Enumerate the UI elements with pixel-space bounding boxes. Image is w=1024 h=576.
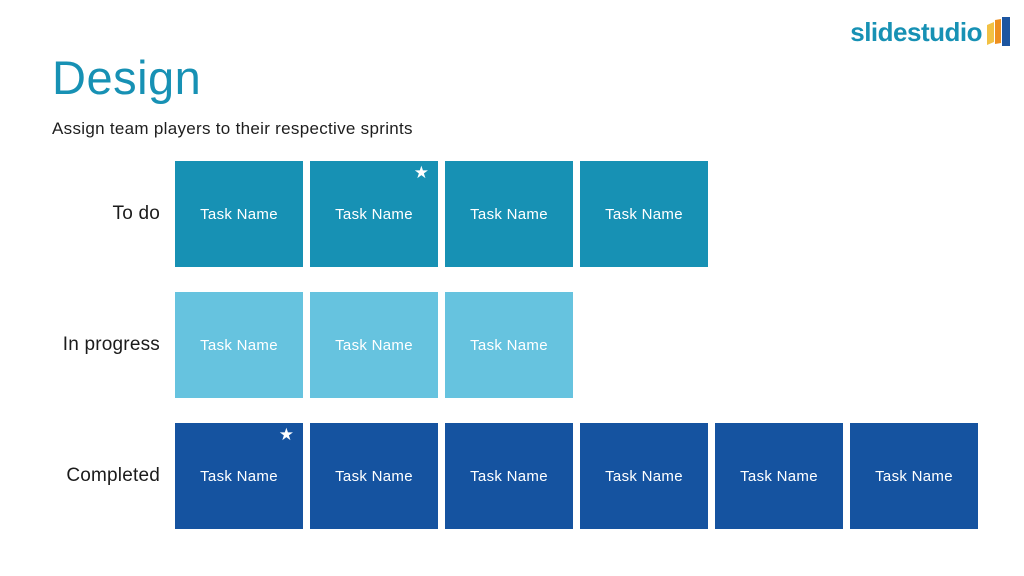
star-icon: ★ bbox=[413, 163, 429, 182]
page-title: Design bbox=[52, 51, 202, 104]
task-card-label: Task Name bbox=[200, 467, 278, 485]
task-card-label: Task Name bbox=[605, 205, 683, 223]
task-card-label: Task Name bbox=[200, 205, 278, 223]
task-card-label: Task Name bbox=[470, 205, 548, 223]
task-card[interactable]: Task Name bbox=[175, 292, 303, 398]
task-card[interactable]: Task Name bbox=[445, 292, 573, 398]
task-card-label: Task Name bbox=[875, 467, 953, 485]
task-card-label: Task Name bbox=[335, 336, 413, 354]
board-row-completed: Completed ★ Task Name Task Name Task Name Tas… bbox=[0, 423, 1024, 529]
task-card[interactable]: Task Name bbox=[715, 423, 843, 529]
row-label-in-progress: In progress bbox=[62, 334, 160, 355]
task-card[interactable]: Task Name bbox=[445, 161, 573, 267]
task-card-label: Task Name bbox=[605, 467, 683, 485]
row-label-todo: To do bbox=[112, 203, 160, 224]
task-card-label: Task Name bbox=[470, 336, 548, 354]
task-card[interactable]: Task Name bbox=[175, 161, 303, 267]
row-label-completed: Completed bbox=[66, 465, 160, 486]
task-card[interactable]: Task Name bbox=[580, 423, 708, 529]
card-list-in-progress: Task Name Task Name Task Name bbox=[175, 292, 580, 398]
board-row-in-progress: In progress Task Name Task Name Task Name bbox=[0, 292, 1024, 398]
task-card[interactable]: Task Name bbox=[850, 423, 978, 529]
task-card[interactable]: Task Name bbox=[445, 423, 573, 529]
star-icon: ★ bbox=[278, 425, 294, 444]
logo-text: slidestudio bbox=[850, 16, 982, 47]
task-card[interactable]: Task Name bbox=[310, 292, 438, 398]
task-card-label: Task Name bbox=[470, 467, 548, 485]
task-card-label: Task Name bbox=[335, 467, 413, 485]
task-card[interactable]: ★ Task Name bbox=[175, 423, 303, 529]
task-card[interactable]: Task Name bbox=[580, 161, 708, 267]
logo-book-icon bbox=[987, 17, 1010, 46]
logo: slidestudio bbox=[850, 16, 1010, 47]
card-list-todo: Task Name ★ Task Name Task Name Task Name bbox=[175, 161, 715, 267]
page-subtitle: Assign team players to their respective … bbox=[52, 119, 413, 138]
card-list-completed: ★ Task Name Task Name Task Name Task Name Tas… bbox=[175, 423, 985, 529]
task-card-label: Task Name bbox=[740, 467, 818, 485]
task-card[interactable]: Task Name bbox=[310, 423, 438, 529]
task-card[interactable]: ★ Task Name bbox=[310, 161, 438, 267]
task-card-label: Task Name bbox=[335, 205, 413, 223]
task-card-label: Task Name bbox=[200, 336, 278, 354]
